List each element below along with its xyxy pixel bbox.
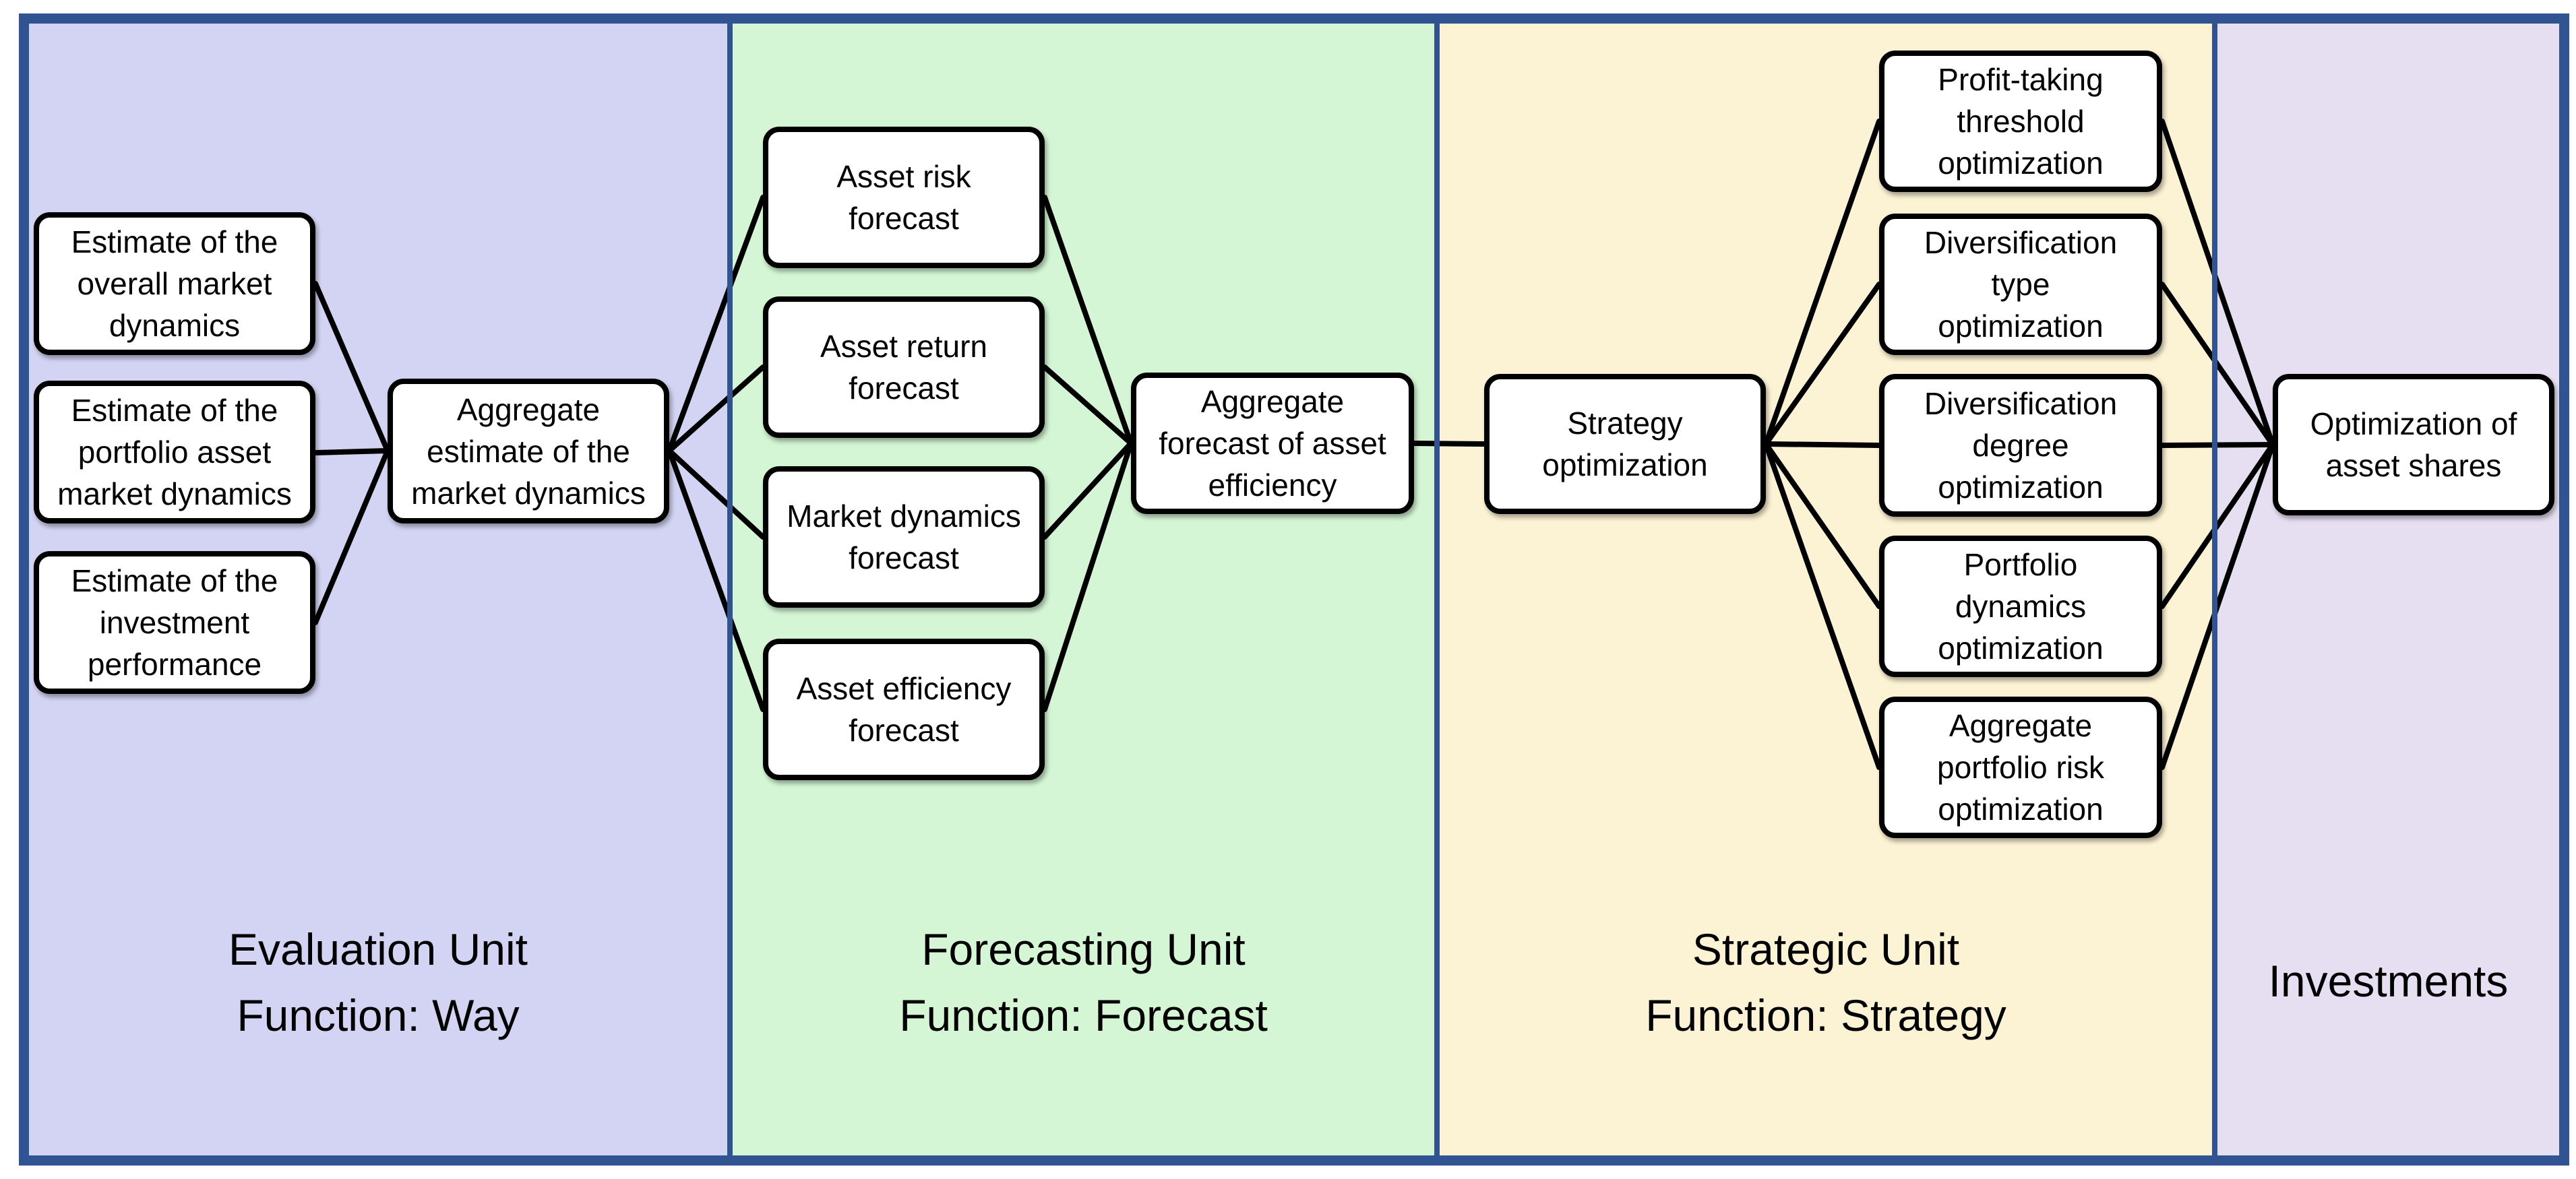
node-label: Estimate of the overall market dynamics — [71, 224, 278, 343]
node-market-dynamics-forecast: Market dynamics forecast — [763, 466, 1045, 608]
node-strategy-optimization: Strategy optimization — [1484, 374, 1766, 514]
node-asset-return-forecast: Asset return forecast — [763, 296, 1045, 438]
edge-f2-fa — [1042, 364, 1134, 446]
edge-s-t2 — [1763, 282, 1882, 447]
node-diversification-degree-optimization: Diversification degree optimization — [1879, 374, 2162, 517]
section-investments: Investments — [2217, 24, 2559, 1155]
edge-ea-f4 — [667, 448, 766, 712]
node-estimate-overall-market-dynamics: Estimate of the overall market dynamics — [34, 212, 315, 355]
node-diversification-type-optimization: Diversification type optimization — [1879, 214, 2162, 355]
edge-s-t3 — [1763, 441, 1882, 448]
edge-e2-ea — [313, 448, 390, 455]
node-optimization-of-asset-shares: Optimization of asset shares — [2273, 374, 2554, 515]
edge-s-t1 — [1763, 119, 1882, 447]
node-label: Aggregate forecast of asset efficiency — [1159, 384, 1386, 503]
node-label: Profit-taking threshold optimization — [1938, 62, 2104, 181]
node-aggregate-estimate-market-dynamics: Aggregate estimate of the market dynamic… — [388, 379, 669, 523]
edge-e3-ea — [313, 448, 390, 625]
edge-s-t4 — [1763, 441, 1882, 609]
node-label: Diversification type optimization — [1924, 225, 2118, 344]
section-divider — [727, 24, 733, 1155]
edge-t1-o — [2159, 119, 2275, 447]
node-asset-efficiency-forecast: Asset efficiency forecast — [763, 639, 1045, 780]
node-asset-risk-forecast: Asset risk forecast — [763, 127, 1045, 268]
node-label: Portfolio dynamics optimization — [1938, 547, 2104, 666]
node-label: Optimization of asset shares — [2310, 406, 2517, 483]
node-label: Market dynamics forecast — [787, 499, 1021, 575]
node-label: Asset efficiency forecast — [796, 671, 1012, 748]
section-label-evaluation-unit: Evaluation Unit Function: Way — [228, 924, 528, 1040]
edge-t2-o — [2159, 282, 2275, 447]
node-label: Estimate of the portfolio asset market d… — [57, 393, 292, 511]
section-label-strategic-unit: Strategic Unit Function: Strategy — [1645, 924, 2006, 1040]
node-estimate-investment-performance: Estimate of the investment performance — [34, 551, 315, 694]
edge-f1-fa — [1042, 195, 1134, 446]
edge-fa-s — [1411, 441, 1487, 447]
edge-f3-fa — [1042, 441, 1134, 540]
edge-ea-f2 — [667, 364, 766, 453]
edge-ea-f3 — [667, 448, 766, 540]
node-label: Diversification degree optimization — [1924, 386, 2118, 505]
node-label: Aggregate estimate of the market dynamic… — [411, 391, 646, 511]
section-divider — [2212, 24, 2217, 1155]
edge-e1-ea — [313, 281, 390, 453]
section-divider — [1434, 24, 1440, 1155]
node-label: Estimate of the investment performance — [71, 563, 278, 682]
node-label: Aggregate portfolio risk optimization — [1937, 708, 2104, 827]
section-label-forecasting-unit: Forecasting Unit Function: Forecast — [899, 924, 1268, 1040]
edge-t4-o — [2159, 442, 2275, 609]
node-portfolio-dynamics-optimization: Portfolio dynamics optimization — [1879, 536, 2162, 677]
node-label: Asset risk forecast — [836, 159, 971, 236]
node-aggregate-forecast-asset-efficiency: Aggregate forecast of asset efficiency — [1131, 373, 1414, 514]
edge-s-t5 — [1763, 441, 1882, 770]
edge-t5-o — [2159, 442, 2275, 770]
node-profit-taking-threshold-optimization: Profit-taking threshold optimization — [1879, 51, 2162, 192]
node-aggregate-portfolio-risk-optimization: Aggregate portfolio risk optimization — [1879, 697, 2162, 838]
node-label: Strategy optimization — [1542, 406, 1708, 482]
edge-f4-fa — [1042, 441, 1134, 712]
node-label: Asset return forecast — [820, 329, 987, 406]
node-estimate-portfolio-asset-market-dynamics: Estimate of the portfolio asset market d… — [34, 381, 315, 523]
section-label-investments: Investments — [2268, 956, 2509, 1006]
edge-ea-f1 — [667, 195, 766, 453]
